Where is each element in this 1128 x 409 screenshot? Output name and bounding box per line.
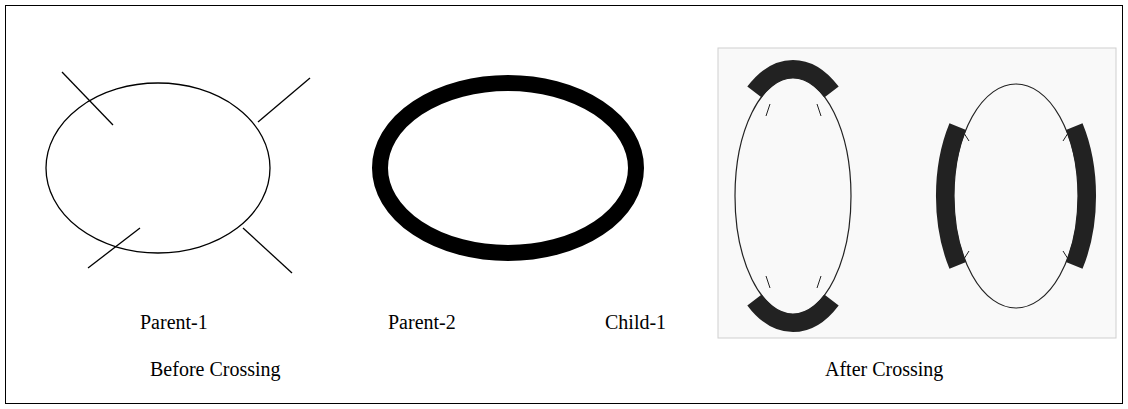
thick-arc xyxy=(755,300,832,323)
photo-ground xyxy=(718,48,1116,338)
child-1-figure xyxy=(735,69,851,323)
tick-line xyxy=(766,104,770,116)
thick-arc xyxy=(1074,127,1087,266)
parent-ellipse xyxy=(46,83,270,253)
tick-line xyxy=(88,228,140,268)
tick-line xyxy=(1063,251,1070,262)
caption-label: Before Crossing xyxy=(150,357,281,381)
tick-line xyxy=(766,276,770,288)
tick-line xyxy=(817,104,821,116)
caption-label: After Crossing xyxy=(825,357,943,381)
tick-line xyxy=(817,276,821,288)
caption-label: Parent-1 xyxy=(140,310,208,334)
frame-border xyxy=(6,6,1123,404)
caption-label: Child-1 xyxy=(605,310,666,334)
tick-line xyxy=(62,72,113,125)
thick-arc xyxy=(755,69,832,92)
parent-1-figure xyxy=(46,72,310,273)
child-2-figure xyxy=(945,84,1087,308)
thick-arc xyxy=(945,127,958,266)
child-ellipse xyxy=(735,78,851,314)
tick-line xyxy=(962,130,969,141)
tick-line xyxy=(258,78,310,122)
thick-ellipse xyxy=(380,83,636,253)
tick-line xyxy=(1063,130,1070,141)
tick-line xyxy=(243,228,292,273)
child-ellipse xyxy=(954,84,1078,308)
caption-label: Parent-2 xyxy=(388,310,456,334)
tick-line xyxy=(962,251,969,262)
